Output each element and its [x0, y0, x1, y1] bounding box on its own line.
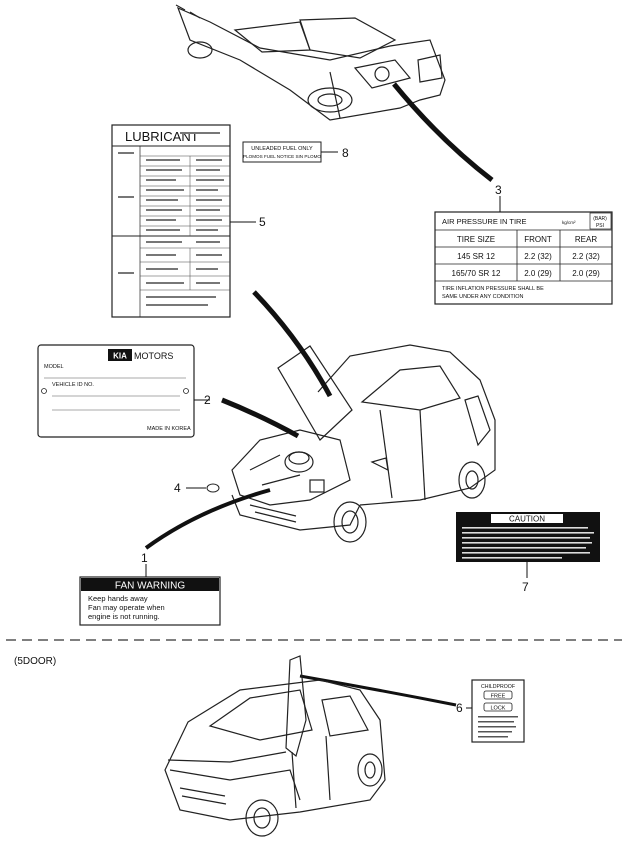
- section-label: (5DOOR): [14, 656, 56, 667]
- lubricant-title: LUBRICANT: [125, 129, 199, 144]
- header-rear: REAR: [575, 235, 597, 244]
- caution-title: CAUTION: [509, 515, 545, 524]
- callout-1: 1: [141, 551, 148, 565]
- childproof-lock: LOCK: [491, 706, 506, 712]
- fan-warning-line3: engine is not running.: [88, 612, 160, 621]
- air-pressure-title: AIR PRESSURE IN TIRE: [442, 217, 526, 226]
- childproof-title: CHILDPROOF: [481, 684, 515, 690]
- kia-vin: VEHICLE ID NO.: [52, 382, 94, 388]
- callout-4: 4: [174, 481, 181, 495]
- leader-1-arrow: [144, 488, 271, 550]
- svg-text:KIA: KIA: [113, 352, 127, 361]
- caution-label: CAUTION: [456, 512, 600, 562]
- row1-size: 145 SR 12: [457, 252, 495, 261]
- fan-warning-line2: Fan may operate when: [88, 603, 165, 612]
- row2-size: 165/70 SR 12: [452, 269, 501, 278]
- childproof-free: FREE: [491, 694, 506, 700]
- fuel-label-line1: UNLEADED FUEL ONLY: [251, 146, 313, 152]
- kia-model: MODEL: [44, 364, 64, 370]
- header-tire-size: TIRE SIZE: [457, 235, 495, 244]
- leader-2-arrow: [221, 397, 300, 439]
- front-car-illustration: [231, 344, 496, 543]
- kia-brand: MOTORS: [134, 351, 173, 361]
- five-door-car-illustration: [164, 655, 386, 837]
- kia-vehicle-id-plate: KIA MOTORS MODEL VEHICLE ID NO. MADE IN …: [37, 344, 195, 438]
- callout-8: 8: [342, 146, 349, 160]
- row2-front: 2.0 (29): [524, 269, 552, 278]
- air-note-line1: TIRE INFLATION PRESSURE SHALL BE: [442, 286, 544, 292]
- row1-rear: 2.2 (32): [572, 252, 600, 261]
- air-pressure-label: AIR PRESSURE IN TIRE kg/cm² (BAR) PSI TI…: [434, 211, 613, 305]
- kia-made: MADE IN KOREA: [147, 426, 191, 432]
- unit-box-line1: (BAR): [593, 216, 607, 222]
- leader-3: [392, 82, 494, 182]
- callout-6: 6: [456, 701, 463, 715]
- air-note-line2: SAME UNDER ANY CONDITION: [442, 294, 524, 300]
- fan-warning-label: FAN WARNING Keep hands away Fan may oper…: [79, 576, 221, 626]
- fuel-label-line2: PLOMOS FUEL NOTICE SIN PLOMO: [243, 154, 321, 159]
- unit-box-line2: PSI: [596, 223, 604, 229]
- unleaded-fuel-label: UNLEADED FUEL ONLY PLOMOS FUEL NOTICE SI…: [242, 141, 322, 163]
- leader-6-arrow: [299, 674, 457, 707]
- callout-2: 2: [204, 393, 211, 407]
- fan-warning-title: FAN WARNING: [115, 581, 185, 592]
- header-front: FRONT: [524, 235, 552, 244]
- grommet-icon: [206, 483, 220, 493]
- callout-7: 7: [522, 580, 529, 594]
- row1-front: 2.2 (32): [524, 252, 552, 261]
- childproof-label: CHILDPROOF FREE LOCK: [471, 679, 525, 743]
- rear-car-illustration: [175, 4, 446, 121]
- leader-5-arrow: [252, 290, 333, 398]
- callout-5: 5: [259, 215, 266, 229]
- row2-rear: 2.0 (29): [572, 269, 600, 278]
- callout-3: 3: [495, 183, 502, 197]
- kia-logo-icon: [108, 349, 132, 361]
- air-pressure-unit: kg/cm²: [562, 220, 576, 225]
- lubricant-label: LUBRICANT: [111, 124, 231, 318]
- fan-warning-line1: Keep hands away: [88, 594, 148, 603]
